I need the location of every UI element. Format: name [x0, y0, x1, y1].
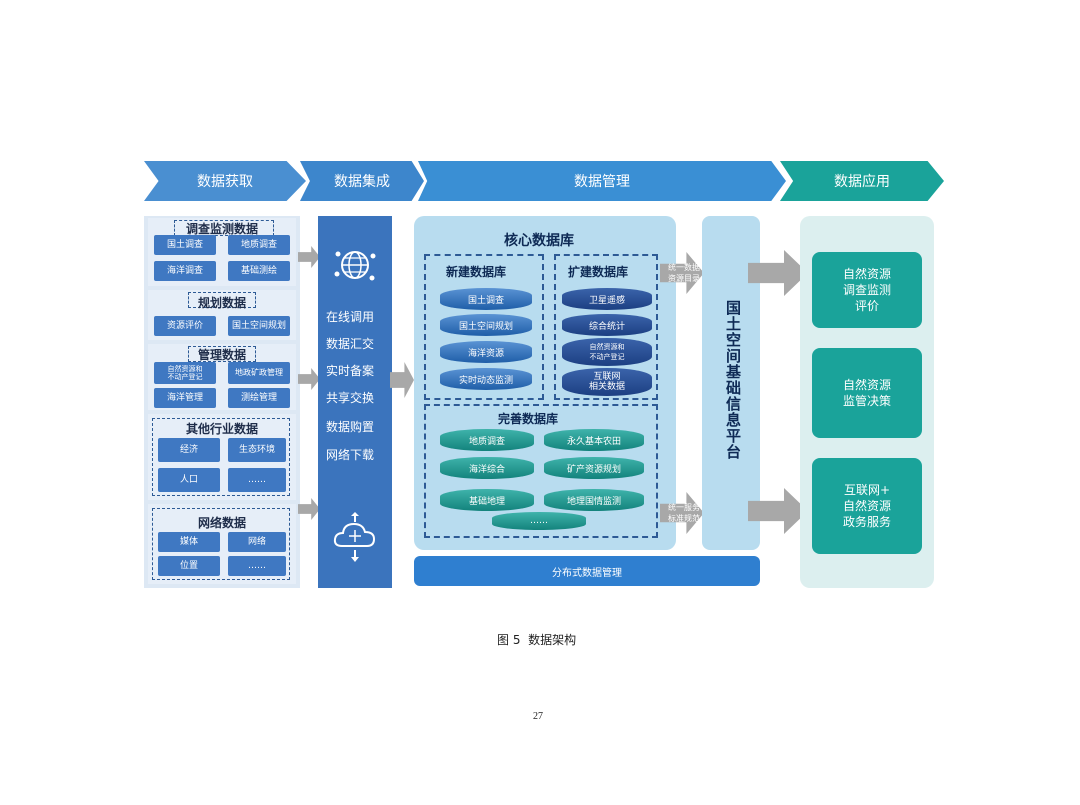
network-group: 网络数据 媒体 网络 位置 ……	[148, 504, 296, 584]
app-card-survey-evaluation: 自然资源 调查监测 评价	[812, 252, 922, 328]
improve-database-cylinder: 海洋综合	[440, 457, 534, 479]
planning-title-frame	[188, 292, 256, 308]
management-item: 海洋管理	[154, 388, 216, 408]
survey-title: 调查监测数据	[185, 222, 258, 236]
management-title-frame	[188, 346, 256, 362]
network-title-frame	[152, 508, 290, 580]
app-card-text: 互联网+ 自然资源 政务服务	[842, 483, 891, 529]
improve-database-title: 完善数据库	[498, 412, 559, 426]
expand-database-cylinder: 卫星遥感	[562, 288, 652, 310]
expand-database-cylinder-text: 互联网 相关数据	[588, 372, 625, 392]
industry-title: 其他行业数据	[185, 422, 258, 436]
management-item: 地政矿政管理	[228, 362, 290, 384]
industry-item: 人口	[158, 468, 220, 492]
page-number: 27	[533, 711, 543, 722]
integration-item: 数据汇交	[326, 337, 375, 351]
globe-network-icon	[332, 244, 378, 286]
integration-item: 数据购置	[326, 420, 375, 434]
note-unified-catalog-text: 统一数据 资源目录	[668, 263, 700, 283]
survey-item: 国土调查	[154, 235, 216, 255]
improve-database-cylinder: ……	[492, 512, 586, 530]
expand-database-title: 扩建数据库	[568, 265, 629, 279]
network-item: 网络	[228, 532, 286, 552]
survey-item: 地质调查	[228, 235, 290, 255]
figure-caption: 图 5 数据架构	[497, 633, 577, 647]
planning-item: 国土空间规划	[228, 316, 290, 336]
new-database-frame	[424, 254, 544, 400]
planning-item: 资源评价	[154, 316, 216, 336]
improve-database-frame	[424, 404, 658, 538]
management-item-text: 自然资源和 不动产登记	[167, 364, 203, 381]
platform-label: 国土空间基础信息平台	[722, 300, 742, 466]
industry-title-frame	[152, 418, 290, 496]
arrow-management-to-integration	[298, 368, 320, 390]
management-group: 管理数据 自然资源和 不动产登记 地政矿政管理 海洋管理 测绘管理	[148, 344, 296, 410]
new-database-cylinder: 实时动态监测	[440, 368, 532, 390]
app-card-text: 自然资源 调查监测 评价	[842, 267, 891, 313]
stage-manage-label: 数据管理	[574, 174, 630, 190]
distributed-management-bar: 分布式数据管理	[414, 556, 760, 586]
app-card-government-service: 互联网+ 自然资源 政务服务	[812, 458, 922, 554]
note-unified-service-text: 统一服务 标准规范	[668, 503, 700, 523]
improve-database-cylinder: 地理国情监测	[544, 489, 644, 511]
new-database-cylinder: 国土空间规划	[440, 314, 532, 336]
improve-database-cylinder: 矿产资源规划	[544, 457, 644, 479]
survey-title-frame	[174, 220, 274, 236]
integration-item: 在线调用	[326, 310, 375, 324]
industry-group: 其他行业数据 经济 生态环境 人口 ……	[148, 414, 296, 500]
arrow-network-to-integration	[298, 498, 320, 520]
note-unified-service: 统一服务 标准规范	[664, 502, 704, 524]
cloud-transfer-icon	[330, 512, 380, 562]
integration-item: 共享交换	[326, 391, 375, 405]
app-card-supervision: 自然资源 监管决策	[812, 348, 922, 438]
improve-database-cylinder: 地质调查	[440, 429, 534, 451]
stage-apply: 数据应用	[780, 161, 944, 201]
stage-acquire: 数据获取	[144, 161, 306, 201]
network-item: 位置	[158, 556, 220, 576]
network-item: 媒体	[158, 532, 220, 552]
management-item: 自然资源和 不动产登记	[154, 362, 216, 384]
industry-item: 生态环境	[228, 438, 286, 462]
app-card-text: 自然资源 监管决策	[842, 378, 891, 408]
new-database-title: 新建数据库	[446, 265, 507, 279]
planning-group: 规划数据 资源评价 国土空间规划	[148, 290, 296, 340]
management-item: 测绘管理	[228, 388, 290, 408]
industry-item: ……	[228, 468, 286, 492]
expand-database-frame	[554, 254, 658, 400]
stage-apply-label: 数据应用	[834, 174, 890, 190]
new-database-cylinder: 国土调查	[440, 288, 532, 310]
integration-item: 实时备案	[326, 364, 375, 378]
distributed-management-label: 分布式数据管理	[552, 567, 622, 579]
survey-item: 基础测绘	[228, 261, 290, 281]
arrow-survey-to-integration	[298, 246, 320, 268]
note-unified-catalog: 统一数据 资源目录	[664, 262, 704, 284]
integration-item: 网络下载	[326, 448, 375, 462]
industry-item: 经济	[158, 438, 220, 462]
platform-label-text: 国土空间基础信息平台	[724, 300, 742, 460]
stage-integrate-label: 数据集成	[334, 174, 390, 190]
expand-database-cylinder-text: 自然资源和 不动产登记	[589, 343, 625, 361]
stage-integrate: 数据集成	[300, 161, 424, 201]
survey-group: 调查监测数据 国土调查 地质调查 海洋调查 基础测绘	[148, 218, 296, 286]
stage-acquire-label: 数据获取	[197, 174, 253, 190]
expand-database-cylinder: 自然资源和 不动产登记	[562, 338, 652, 366]
stage-manage: 数据管理	[418, 161, 786, 201]
core-database-title: 核心数据库	[504, 233, 574, 249]
expand-database-cylinder: 互联网 相关数据	[562, 368, 652, 396]
expand-database-cylinder: 综合统计	[562, 314, 652, 336]
survey-item: 海洋调查	[154, 261, 216, 281]
network-item: ……	[228, 556, 286, 576]
improve-database-cylinder: 永久基本农田	[544, 429, 644, 451]
arrow-integration-to-management	[390, 362, 414, 398]
network-title: 网络数据	[197, 516, 246, 530]
management-title: 管理数据	[197, 348, 246, 362]
new-database-cylinder: 海洋资源	[440, 341, 532, 363]
improve-database-cylinder: 基础地理	[440, 489, 534, 511]
planning-title: 规划数据	[197, 296, 246, 310]
